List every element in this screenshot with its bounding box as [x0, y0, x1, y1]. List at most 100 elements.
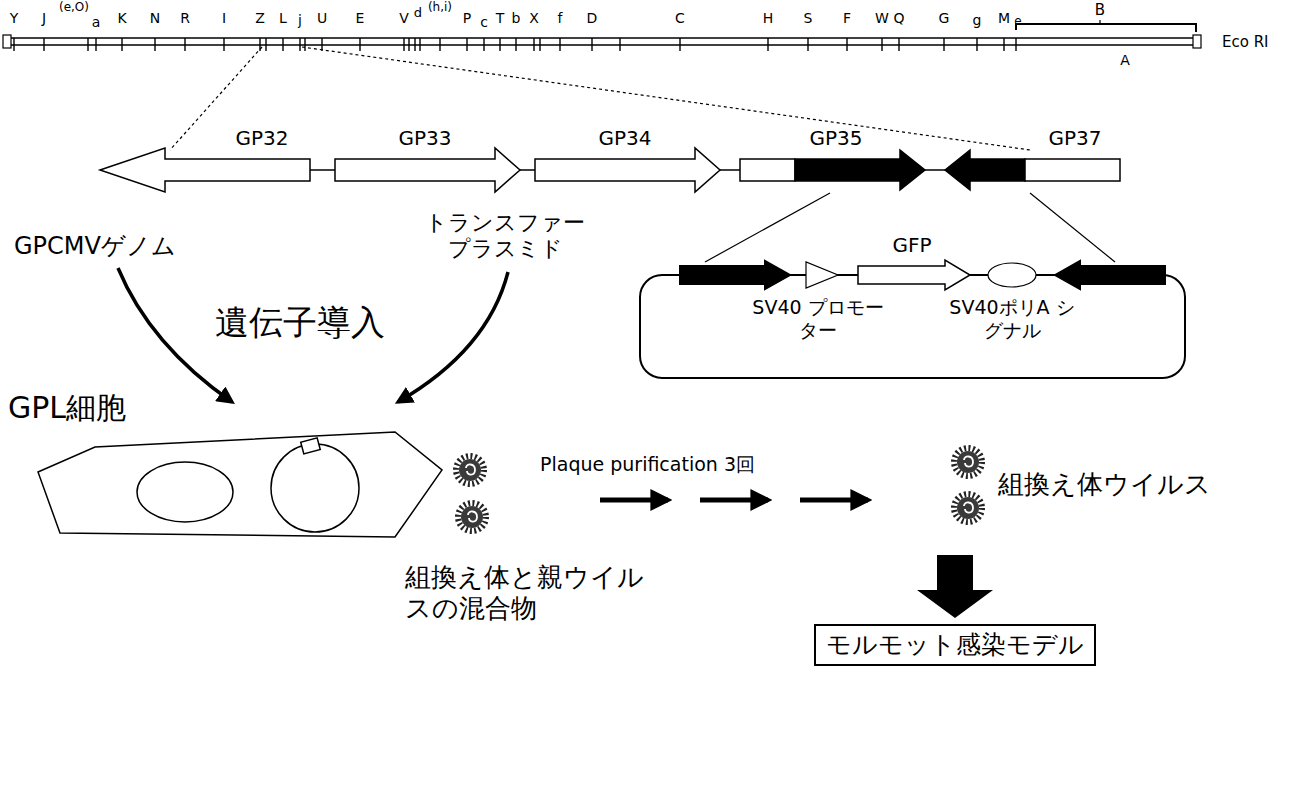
map-tick	[403, 38, 404, 51]
fragment-letter: N	[150, 10, 160, 27]
map-tick	[559, 38, 560, 51]
fragment-letter: b	[512, 10, 521, 27]
map-tick	[184, 38, 185, 51]
fragment-letter: W	[875, 10, 889, 27]
fragment-letter: f	[558, 10, 563, 27]
fragment-letter: P	[463, 10, 471, 27]
purification-arrows	[600, 498, 868, 503]
map-tick	[483, 38, 484, 51]
gene-name: GFP	[892, 233, 931, 257]
map-tick	[13, 38, 14, 51]
map-tick	[408, 38, 409, 51]
map-tick	[499, 38, 500, 51]
gene-name: GP37	[1048, 126, 1101, 150]
fragment-letter: K	[117, 10, 126, 27]
map-tick	[619, 38, 620, 51]
map-tick	[881, 38, 882, 51]
fragment-letter: e	[1014, 14, 1021, 28]
map-tick	[414, 38, 415, 51]
gene-map	[100, 148, 1120, 262]
map-tick	[943, 38, 944, 51]
fragment-letter: V	[399, 10, 409, 27]
fragment-letter: H	[763, 10, 774, 27]
map-tick	[439, 38, 440, 51]
fragment-letter: D	[587, 10, 598, 27]
map-tick	[95, 38, 96, 51]
map-tick	[154, 38, 155, 51]
map-tick	[846, 38, 847, 51]
virus-particles	[456, 448, 982, 531]
genome-label: GPCMVゲノム	[14, 232, 176, 261]
fragment-letter: A	[1120, 52, 1130, 69]
fragment-letter: I	[222, 10, 226, 27]
map-tick	[87, 38, 88, 51]
box-text: モルモット感染モデル	[826, 630, 1084, 660]
map-tick	[419, 38, 420, 51]
map-tick	[591, 38, 592, 51]
virus-label: 組換え体ウイルス	[998, 469, 1211, 500]
block-arrow	[917, 555, 993, 618]
fragment-letter: (e,O)	[59, 0, 89, 14]
map-tick	[299, 38, 300, 51]
map-tick	[121, 38, 122, 51]
map-tick	[466, 38, 467, 51]
fragment-letter: j	[298, 12, 302, 29]
map-tick	[282, 38, 283, 51]
fragment-letter: a	[92, 14, 101, 31]
fragment-letter: Y	[10, 10, 19, 27]
gene-name: GP32	[235, 126, 288, 150]
fragment-letter: S	[804, 10, 813, 27]
map-tick	[807, 38, 808, 51]
map-tick	[223, 38, 224, 51]
mixture-label: 組換え体と親ウイル スの混合物	[405, 562, 660, 624]
map-tick	[539, 38, 540, 51]
map-tick	[1003, 38, 1004, 51]
map-tick	[515, 38, 516, 51]
map-tick	[898, 38, 899, 51]
cell-label: GPL細胞	[8, 390, 126, 426]
plasmid-label: トランスファー プラスミド	[418, 210, 593, 263]
transfection-arrows	[118, 268, 508, 402]
fragment-letter: U	[317, 10, 327, 27]
fragment-letter: G	[939, 10, 950, 27]
fragment-letter: R	[180, 10, 190, 27]
fragment-letter: d	[414, 5, 422, 21]
map-tick	[767, 38, 768, 51]
step-label: 遺伝子導入	[215, 302, 385, 343]
map-tick	[359, 38, 360, 51]
fragment-letter: T	[496, 10, 505, 27]
map-tick	[679, 38, 680, 51]
map-tick	[43, 38, 44, 51]
gene-name: GP33	[398, 126, 451, 150]
map-tick	[976, 38, 977, 51]
map-tick	[533, 38, 534, 51]
fragment-letter: Z	[255, 10, 265, 27]
map-tick	[304, 38, 305, 51]
fragment-letter: E	[356, 10, 365, 27]
result-box: モルモット感染モデル	[814, 624, 1096, 666]
map-tick	[265, 38, 266, 51]
map-tick	[1015, 38, 1016, 51]
step-label: Plaque purification 3回	[540, 453, 755, 476]
enzyme-name: Eco RI	[1222, 33, 1269, 51]
fragment-letter: g	[973, 12, 982, 29]
fragment-letter: L	[279, 10, 287, 27]
fragment-letter: J	[42, 10, 46, 27]
element-label: SV40 プロモーター	[751, 296, 886, 342]
zoom-lines	[170, 47, 1030, 150]
gene-name: GP35	[809, 126, 862, 150]
element-label: SV40ポリA シグナル	[945, 296, 1080, 342]
map-tick	[321, 38, 322, 51]
fragment-letter: F	[843, 10, 851, 27]
fragment-letter: Q	[893, 10, 904, 27]
gpl-cell	[38, 432, 442, 537]
fragment-letter: C	[675, 10, 685, 27]
transfer-plasmid	[640, 260, 1185, 378]
fragment-letter: M	[998, 10, 1010, 27]
fragment-letter: (h,i)	[428, 0, 452, 14]
gene-name: GP34	[598, 126, 651, 150]
fragment-letter: X	[529, 10, 539, 27]
fragment-letter: c	[480, 14, 488, 31]
